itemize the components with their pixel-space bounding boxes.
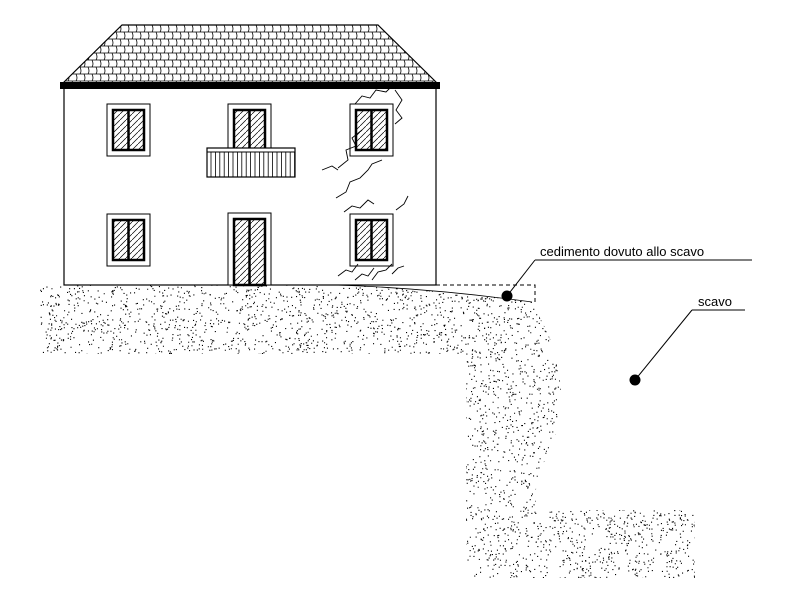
soil-mass (40, 284, 695, 578)
window-bottom-left (106, 213, 151, 267)
balcony-railing (206, 147, 296, 178)
roof (60, 24, 440, 89)
window-top-middle (227, 103, 272, 157)
window-bottom-right (349, 213, 394, 267)
wall-cracks (321, 85, 409, 281)
excavation-label: scavo (698, 294, 732, 309)
balcony-bars (210, 152, 295, 177)
roof-tile-pattern (62, 25, 438, 84)
window-top-left (106, 103, 151, 157)
settlement-leader: cedimento dovuto allo scavo (501, 244, 752, 302)
original-ground-line (436, 284, 536, 305)
window-top-right (349, 103, 394, 157)
house (60, 24, 440, 287)
excavation-leader: scavo (629, 294, 745, 386)
settlement-label: cedimento dovuto allo scavo (540, 244, 704, 259)
french-door (227, 212, 272, 287)
soil-stipple (40, 285, 695, 578)
